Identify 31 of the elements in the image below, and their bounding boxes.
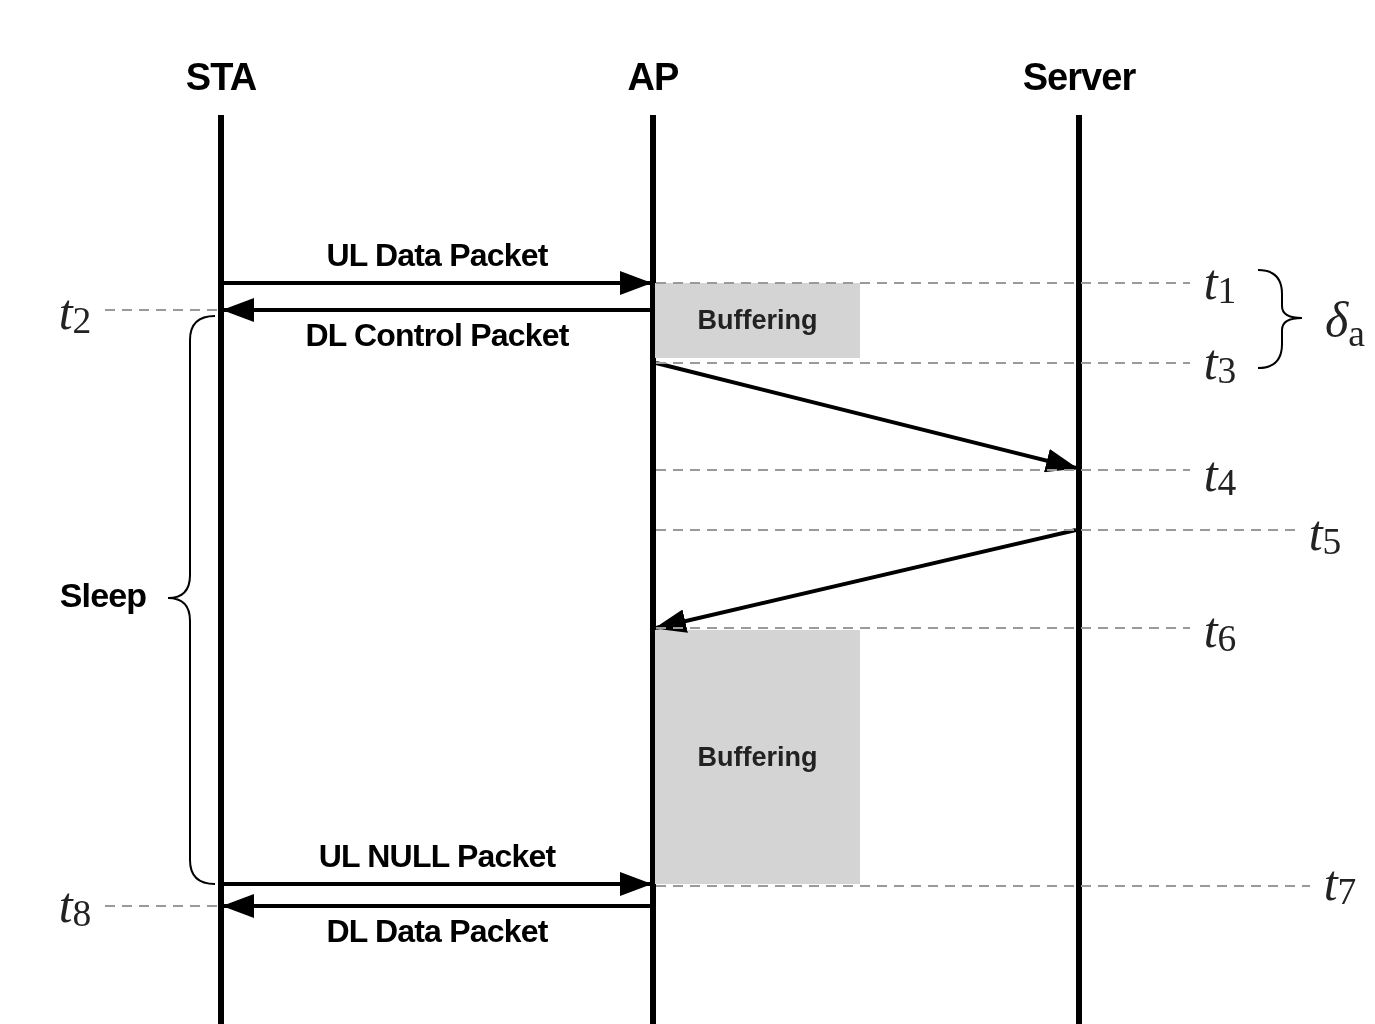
time-label: t$_{6}$: [1190, 602, 1250, 658]
message-arrow: [222, 894, 650, 918]
time-label: t$_{5}$: [1295, 505, 1355, 561]
message-arrow: [654, 528, 1077, 633]
time-label: t$_{3}$: [1190, 334, 1250, 390]
sleep-label: Sleep: [59, 574, 147, 616]
guide-line: [655, 469, 1191, 471]
guide-line: [655, 362, 1191, 364]
guide-line: [655, 885, 1311, 887]
buffering-region: [655, 630, 860, 884]
time-label: t$_{2}$: [45, 284, 105, 340]
lifeline-heading: STA: [185, 55, 257, 100]
time-label: t$_{4}$: [1190, 446, 1250, 502]
delta-label: δ$_{a}$: [1325, 295, 1365, 345]
guide-line: [655, 282, 1191, 284]
buffering-region: [655, 283, 860, 358]
time-label: t$_{1}$: [1190, 254, 1250, 310]
region-label: Buffering: [697, 740, 818, 774]
time-label: t$_{8}$: [45, 877, 105, 933]
message-arrow: [655, 361, 1078, 473]
message-arrow: [222, 298, 650, 322]
guide-line: [104, 309, 219, 311]
message-arrow: [224, 872, 652, 896]
guide-line: [104, 905, 219, 907]
region-label: Buffering: [697, 304, 818, 338]
lifeline-heading: Server: [1022, 55, 1136, 100]
guide-line: [655, 529, 1296, 531]
message-arrow: [224, 271, 652, 295]
guide-line: [655, 627, 1191, 629]
lifeline-heading: AP: [627, 55, 679, 100]
time-label: t$_{7}$: [1310, 855, 1370, 911]
